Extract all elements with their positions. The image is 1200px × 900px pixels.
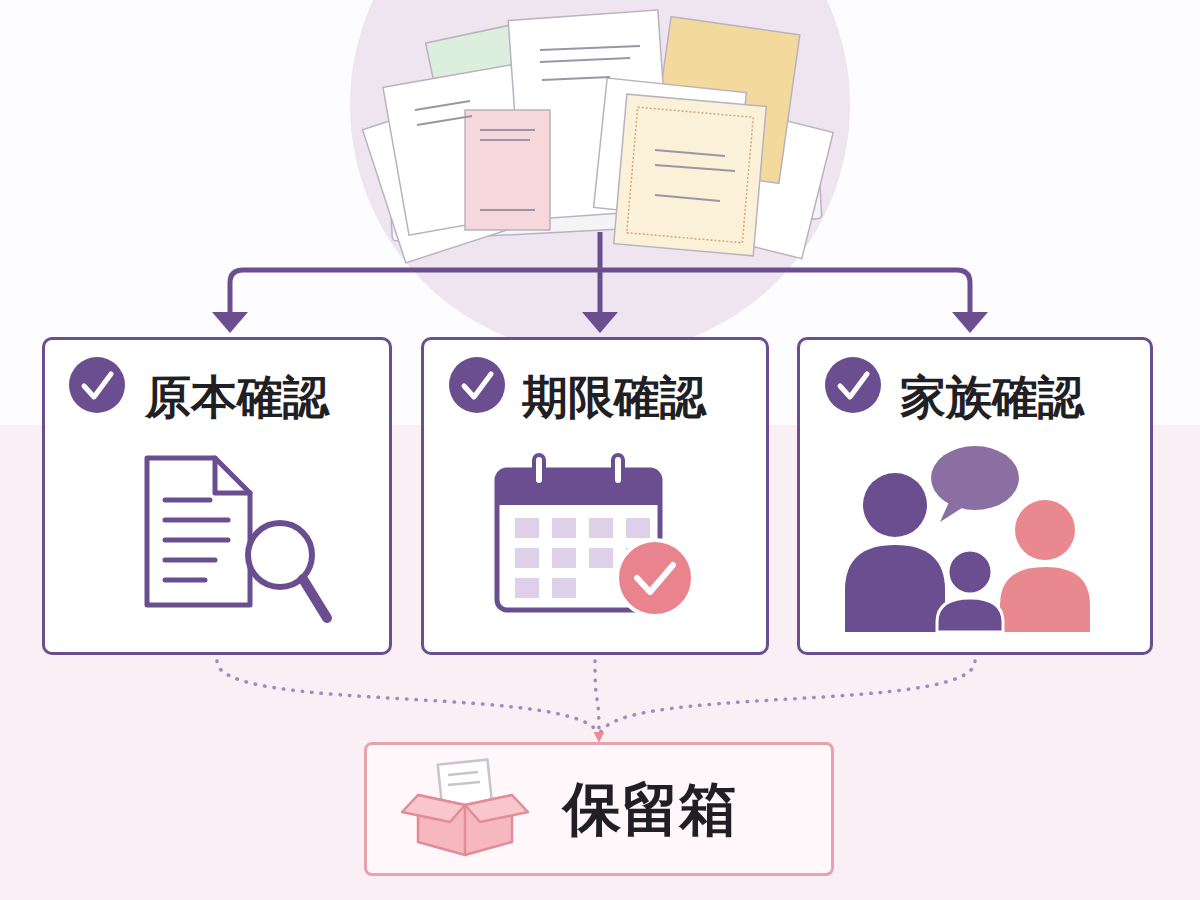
node-label: 家族確認	[900, 370, 1084, 425]
dotted-connector	[599, 661, 975, 738]
node-label: 保留箱	[563, 775, 737, 845]
connector-group	[217, 661, 975, 738]
document-lines	[415, 46, 735, 210]
document-pile	[363, 10, 834, 263]
hold-box: 保留箱	[364, 742, 834, 876]
halo-circle	[350, 0, 850, 355]
check-box: 原本確認	[42, 337, 392, 655]
family-icon	[845, 446, 1090, 632]
box-icon	[402, 760, 528, 855]
node-label: 原本確認	[145, 370, 329, 425]
dotted-connector	[595, 661, 599, 738]
split-arrowheads	[212, 312, 988, 333]
check-box: 期限確認	[421, 337, 769, 655]
document-search-icon	[147, 458, 327, 618]
node-label: 期限確認	[522, 370, 706, 425]
calendar-icon	[497, 455, 693, 616]
split-arrows	[230, 232, 970, 318]
check-box: 家族確認	[797, 337, 1153, 655]
check-badges	[69, 357, 881, 413]
dotted-connector	[217, 661, 599, 738]
